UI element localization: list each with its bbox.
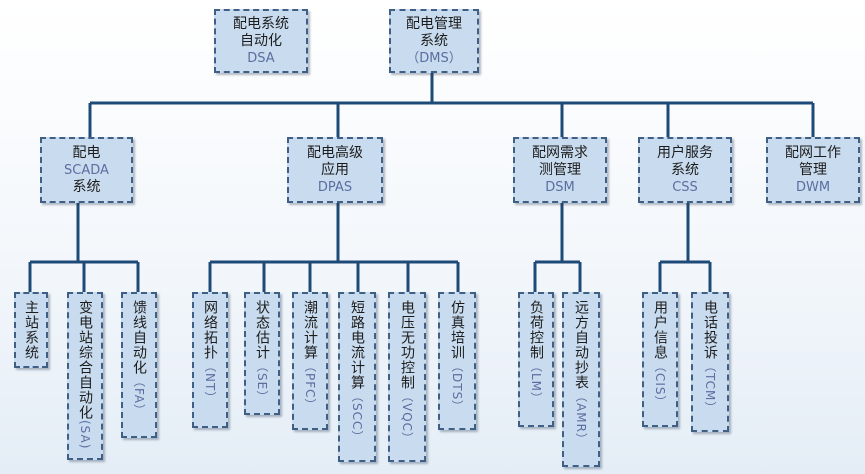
leaf-code: （CIS） [653,360,667,409]
leaf-power-flow: 潮流计算（PFC） [292,292,328,430]
leaf-text: 仿真培训 [449,300,465,360]
leaf-text: 用户信息 [652,300,668,360]
scada-box: 配电 SCADA 系统 [40,137,133,203]
dsm-line-2: 测管理 [539,161,581,178]
leaf-code: （NT） [203,360,217,405]
leaf-code: （SCC） [350,390,364,444]
leaf-state-estimation: 状态估计（SE） [244,292,280,415]
leaf-text: 潮流计算 [302,300,318,360]
leaf-short-circuit: 短路电流计算（SCC） [338,292,376,462]
dsm-box: 配网需求 测管理 DSM [513,137,607,203]
leaf-phone-complaint: 电话投诉（TCM） [691,292,729,432]
dwm-line-1: 配网工作 [785,144,841,161]
leaf-network-topology: 网络拓扑（NT） [192,292,228,428]
dwm-box: 配网工作 管理 DWM [766,137,860,203]
css-line-2: 系统 [671,161,699,178]
dms-code: （DMS） [406,50,462,66]
dsa-line-2: 自动化 [240,32,282,49]
leaf-code: （PFC） [303,360,317,412]
leaf-text: 馈线自动化 [131,300,147,375]
leaf-text: 电话投诉 [702,300,718,360]
leaf-text: 负荷控制 [528,300,544,360]
dwm-code: DWM [795,179,831,195]
leaf-text: 短路电流计算 [349,300,365,390]
leaf-voltage-var: 电压无功控制（VQC） [388,292,426,462]
leaf-code: （AMR） [574,390,588,446]
leaf-text: 主站系统 [23,300,39,360]
dpas-line-1: 配电高级 [307,144,363,161]
leaf-code: (SA) [78,420,92,450]
dpas-line-2: 应用 [321,161,349,178]
dsa-line-1: 配电系统 [233,15,289,32]
leaf-code: （VQC） [400,390,414,446]
dsm-line-1: 配网需求 [532,144,588,161]
dsa-box: 配电系统 自动化 DSA [214,9,308,73]
leaf-substation-automation: 变电站综合自动化(SA) [67,292,103,460]
leaf-master-station: 主站系统 [14,292,48,368]
css-code: CSS [672,179,698,195]
dwm-line-2: 管理 [799,161,827,178]
leaf-text: 电压无功控制 [399,300,415,390]
leaf-code: （DTS） [450,360,464,414]
leaf-code: （TCM） [703,360,717,415]
dms-line-2: 系统 [420,32,448,49]
css-line-1: 用户服务 [657,144,713,161]
leaf-meter-reading: 远方自动抄表（AMR） [562,292,600,467]
scada-line-1: 配电 [72,144,101,161]
dsa-code: DSA [247,50,275,66]
leaf-load-management: 负荷控制（LM） [518,292,554,427]
dpas-code: DPAS [317,179,353,195]
leaf-simulation-training: 仿真培训（DTS） [438,292,476,430]
leaf-code: （LM） [529,360,543,406]
leaf-text: 网络拓扑 [202,300,218,360]
leaf-code: （FA） [132,375,146,418]
leaf-text: 状态估计 [254,300,270,360]
scada-line-3: 系统 [72,178,101,195]
dms-line-1: 配电管理 [406,15,462,32]
dpas-box: 配电高级 应用 DPAS [287,137,383,203]
css-box: 用户服务 系统 CSS [638,137,732,203]
leaf-code: （SE） [255,360,269,404]
leaf-text: 远方自动抄表 [573,300,589,390]
scada-line-2: SCADA [64,162,109,178]
leaf-feeder-automation: 馈线自动化（FA） [121,292,157,438]
leaf-text: 变电站综合自动化 [77,300,93,420]
dms-box: 配电管理 系统 （DMS） [389,9,479,73]
leaf-customer-info: 用户信息（CIS） [642,292,678,427]
dsm-code: DSM [545,179,575,195]
